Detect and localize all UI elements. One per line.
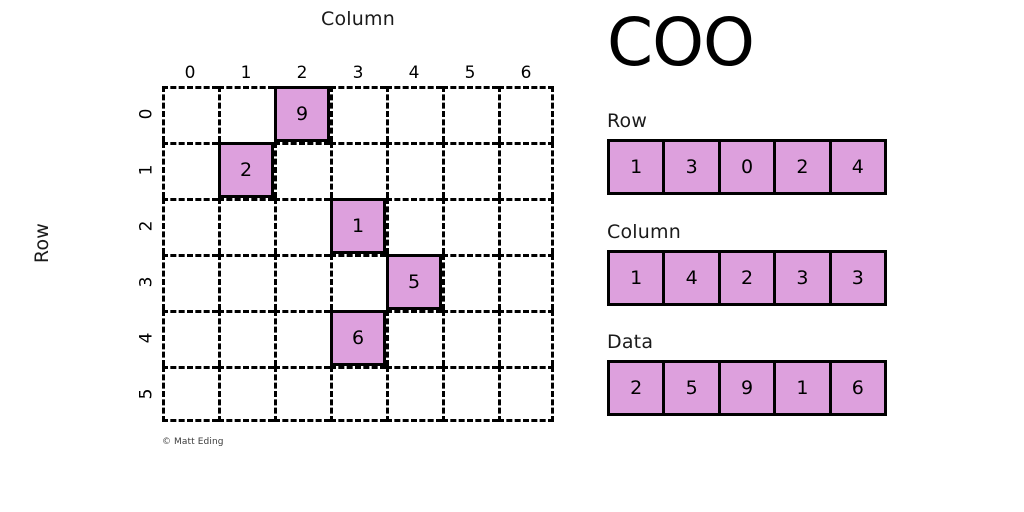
matrix-filled-cell-4-3: 6 (330, 310, 386, 366)
matrix-cell-1-6 (498, 142, 554, 198)
column-tick-1: 1 (240, 63, 252, 83)
row-tick-label: 2 (135, 220, 156, 232)
matrix-cell-3-5 (442, 254, 498, 310)
matrix-filled-cell-2-3: 1 (330, 198, 386, 254)
matrix-cell-2-2 (274, 198, 330, 254)
matrix-cell-3-3 (330, 254, 386, 310)
matrix-cell-5-2 (274, 366, 330, 422)
matrix-cell-3-6 (498, 254, 554, 310)
matrix-cell-1-2 (274, 142, 330, 198)
row-tick-2: 2 (134, 198, 158, 254)
row-tick-4: 4 (134, 310, 158, 366)
matrix-cell-1-5 (442, 142, 498, 198)
coo-column-array-cell-2: 2 (721, 253, 777, 303)
matrix-cell-0-1 (218, 86, 274, 142)
row-tick-label: 5 (135, 388, 156, 400)
matrix-cell-1-4 (386, 142, 442, 198)
matrix-cell-2-1 (218, 198, 274, 254)
coo-data-array-cell-2: 9 (721, 363, 777, 413)
matrix-cell-0-4 (386, 86, 442, 142)
row-tick-1: 1 (134, 142, 158, 198)
row-axis-title: Row (31, 222, 53, 264)
matrix-cell-1-3 (330, 142, 386, 198)
matrix-filled-cell-1-1: 2 (218, 142, 274, 198)
matrix-cell-3-1 (218, 254, 274, 310)
attribution-text: © Matt Eding (162, 437, 224, 447)
matrix-cell-4-6 (498, 310, 554, 366)
column-tick-0: 0 (184, 63, 196, 83)
row-tick-3: 3 (134, 254, 158, 310)
coo-data-array-cell-3: 1 (776, 363, 832, 413)
coo-data-array-cell-1: 5 (665, 363, 721, 413)
coo-row-array-cell-1: 3 (665, 142, 721, 192)
coo-row-array-label: Row (607, 110, 648, 132)
row-tick-5: 5 (134, 366, 158, 422)
row-tick-0: 0 (134, 86, 158, 142)
matrix-cell-2-5 (442, 198, 498, 254)
column-tick-4: 4 (408, 63, 420, 83)
coo-data-array-cell-4: 6 (851, 377, 864, 399)
column-tick-labels: 0 1 2 3 4 5 6 (162, 62, 554, 84)
column-tick-3: 3 (352, 63, 364, 83)
column-tick-2: 2 (296, 63, 308, 83)
coo-column-array-cell-1: 4 (665, 253, 721, 303)
matrix-cell-0-6 (498, 86, 554, 142)
matrix-cell-4-4 (386, 310, 442, 366)
matrix-cell-3-0 (162, 254, 218, 310)
row-tick-label: 4 (135, 332, 156, 344)
coo-column-array-label: Column (607, 221, 681, 243)
matrix-cell-4-0 (162, 310, 218, 366)
matrix-cell-0-5 (442, 86, 498, 142)
row-tick-label: 1 (135, 164, 156, 176)
coo-column-array-cell-0: 1 (610, 253, 666, 303)
matrix-cell-5-5 (442, 366, 498, 422)
matrix-cell-2-0 (162, 198, 218, 254)
matrix-cell-5-6 (498, 366, 554, 422)
column-tick-6: 6 (520, 63, 532, 83)
matrix-cell-2-4 (386, 198, 442, 254)
coo-title: COO (607, 4, 755, 81)
matrix-cell-5-3 (330, 366, 386, 422)
coo-data-array-label: Data (607, 331, 654, 353)
row-tick-labels: 0 1 2 3 4 5 (134, 86, 158, 422)
matrix-cell-1-0 (162, 142, 218, 198)
matrix-cell-0-0 (162, 86, 218, 142)
matrix-cell-2-6 (498, 198, 554, 254)
coo-column-array-cell-4: 3 (851, 267, 864, 289)
matrix-cell-5-1 (218, 366, 274, 422)
coo-row-array-cell-0: 1 (610, 142, 666, 192)
column-axis-title: Column (321, 8, 395, 30)
row-tick-label: 3 (135, 276, 156, 288)
matrix-cell-0-3 (330, 86, 386, 142)
coo-data-array-cell-0: 2 (610, 363, 666, 413)
column-tick-5: 5 (464, 63, 476, 83)
coo-row-array-cell-2: 0 (721, 142, 777, 192)
coo-row-array-cell-4: 4 (851, 156, 864, 178)
coo-row-array-cell-3: 2 (776, 142, 832, 192)
matrix-filled-cell-3-4: 5 (386, 254, 442, 310)
matrix-cell-5-0 (162, 366, 218, 422)
matrix-cell-4-5 (442, 310, 498, 366)
matrix-filled-cell-0-2: 9 (274, 86, 330, 142)
row-tick-label: 0 (135, 108, 156, 120)
coo-column-array-cell-3: 3 (776, 253, 832, 303)
matrix-cell-4-1 (218, 310, 274, 366)
matrix-cell-5-4 (386, 366, 442, 422)
matrix-cell-3-2 (274, 254, 330, 310)
matrix-cell-4-2 (274, 310, 330, 366)
